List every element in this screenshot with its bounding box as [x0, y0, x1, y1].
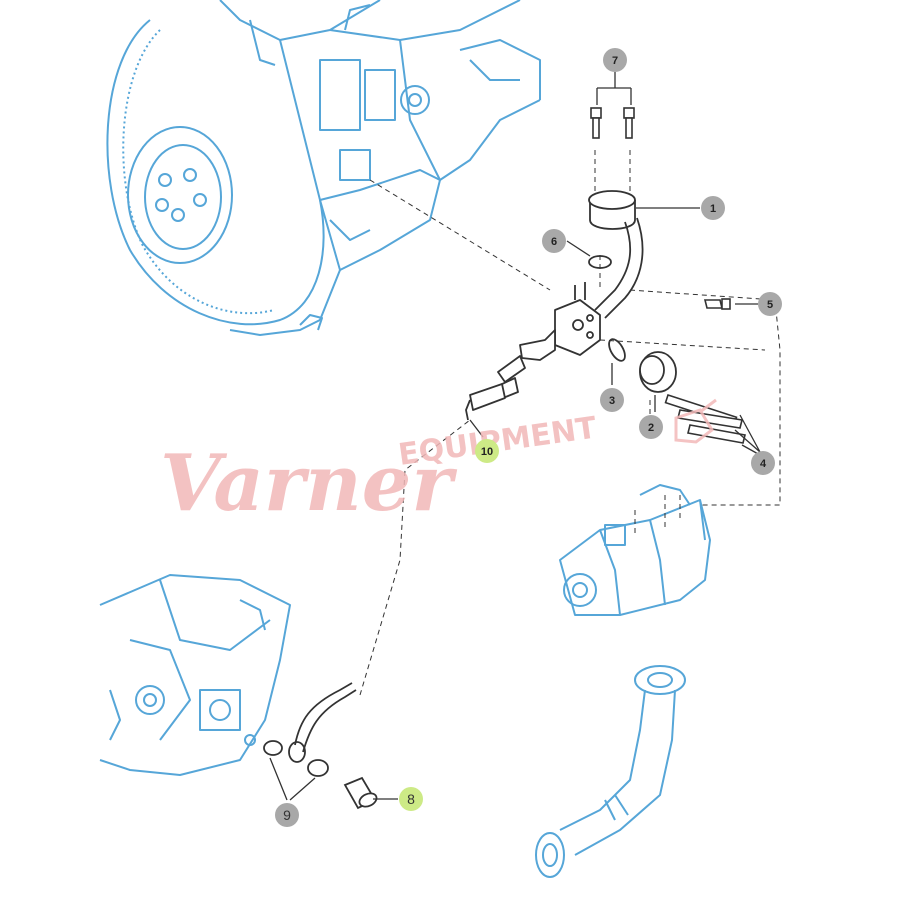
callout-label-4: 4	[760, 458, 767, 470]
tractor-logo-icon	[674, 398, 717, 444]
leader-lines	[269, 72, 761, 801]
alignment-lines	[359, 150, 781, 696]
callout-bubble	[603, 48, 627, 72]
callout-label-1: 1	[710, 203, 716, 215]
o-ring-part-6	[588, 255, 612, 269]
callout-label-5: 5	[767, 299, 773, 311]
callout-bubble	[542, 229, 566, 253]
oil-strainer-part-1	[588, 190, 644, 319]
banjo-bolt-part-8	[343, 776, 378, 810]
callout-9: 9	[275, 803, 299, 827]
sensor-part-10	[465, 377, 519, 421]
callout-6: 6	[542, 229, 566, 253]
callout-bubble	[639, 415, 663, 439]
callout-bubble	[475, 439, 499, 463]
callout-bubble	[600, 388, 624, 412]
bolts-part-7	[590, 107, 635, 139]
gasket-part-3	[608, 338, 626, 362]
callout-label-8: 8	[407, 791, 415, 807]
callout-7: 7	[603, 48, 627, 72]
callout-label-7: 7	[612, 55, 618, 67]
transmission-housing	[99, 574, 291, 776]
callout-bubble	[275, 803, 299, 827]
hydraulic-pump	[535, 484, 711, 878]
callout-label-3: 3	[609, 395, 615, 407]
callout-label-2: 2	[648, 422, 654, 434]
callout-2: 2	[639, 415, 663, 439]
callout-4: 4	[751, 451, 775, 475]
callout-bubble	[751, 451, 775, 475]
varner-equipment-watermark: Varner EQUIPMENT	[160, 398, 717, 529]
oil-pipe	[288, 682, 357, 763]
callout-label-10: 10	[481, 446, 493, 458]
callout-bubble	[399, 787, 423, 811]
callout-10: 10	[475, 439, 499, 463]
washers-part-9	[263, 740, 329, 777]
cover-plate-part-2	[639, 351, 677, 393]
callout-3: 3	[600, 388, 624, 412]
callout-1: 1	[701, 196, 725, 220]
watermark-block-text: EQUIPMENT	[396, 410, 599, 472]
bolt-part-5	[703, 298, 731, 310]
watermark-script-text: Varner	[160, 438, 457, 529]
callout-label-9: 9	[283, 807, 291, 823]
callout-5: 5	[758, 292, 782, 316]
engine-block	[106, 0, 541, 336]
callout-8: 8	[399, 787, 423, 811]
callout-bubble	[701, 196, 725, 220]
callout-bubble	[758, 292, 782, 316]
callout-label-6: 6	[551, 236, 557, 248]
housing-body	[497, 282, 601, 383]
